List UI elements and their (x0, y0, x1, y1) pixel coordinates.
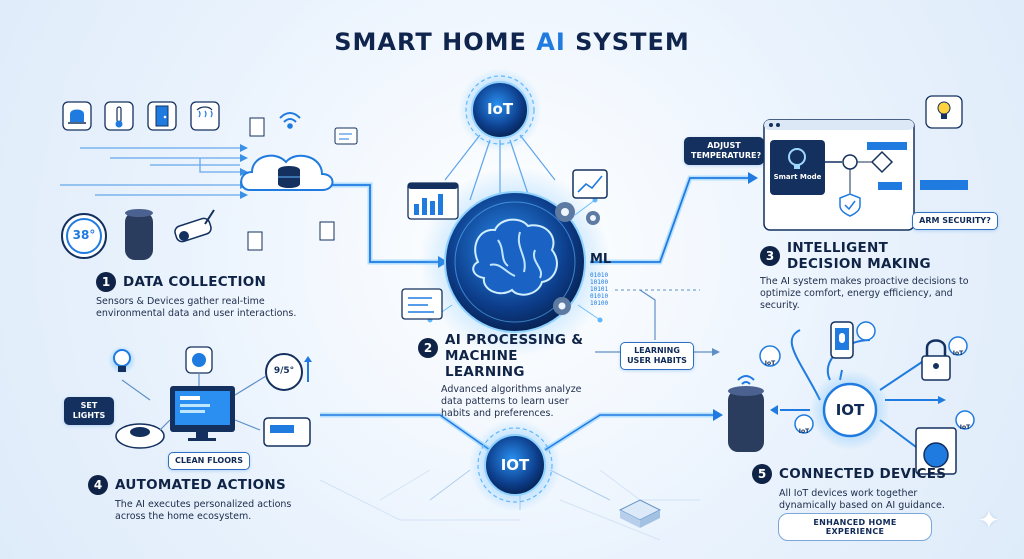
document-icon (247, 117, 358, 251)
ml-label: ML (590, 252, 612, 267)
step-number: 5 (752, 464, 772, 484)
thermostat-readout: 38° (72, 228, 96, 242)
sparkle-icon: ✦ (978, 506, 1000, 536)
set-lights-callout: SET LIGHTS (64, 397, 114, 425)
step-connected-devices: 5 CONNECTED DEVICES All IoT devices work… (752, 464, 972, 512)
hub-label-bottom: IOT (500, 456, 530, 474)
bar-chart-window-icon (407, 182, 459, 220)
step-number: 3 (760, 246, 780, 266)
step-number: 2 (418, 338, 438, 358)
binary-stream: 01010 10100 10101 01010 10100 (590, 272, 609, 307)
small-iot-badge (759, 321, 975, 434)
camera-dome-icon (185, 346, 213, 374)
dial-readout: 9/5° (273, 366, 295, 376)
camera-icon (174, 209, 215, 243)
thermometer-icon (104, 101, 134, 131)
smart-mode-lightbulb-icon (788, 148, 806, 169)
hub-chip-icon (618, 499, 662, 528)
learning-habits-callout: LEARNING USER HABITS (620, 342, 694, 370)
thermostat-icon (61, 213, 107, 259)
arm-security-callout: ARM SECURITY? (912, 212, 998, 230)
small-iot-label: IoT (798, 428, 810, 435)
title-main: SMART HOME (334, 28, 537, 56)
robot-vacuum-icon (115, 423, 165, 449)
title-tail: SYSTEM (565, 28, 690, 56)
decision-panel (763, 119, 968, 231)
step-description: Advanced algorithms analyze data pattern… (441, 384, 582, 419)
step-heading: AUTOMATED ACTIONS (115, 477, 287, 493)
step-number: 4 (88, 475, 108, 495)
monitor-icon (170, 386, 235, 441)
step-data-collection: 1 DATA COLLECTION Sensors & Devices gath… (96, 272, 346, 320)
step-heading: DATA COLLECTION (123, 274, 267, 290)
washer-icon (915, 427, 957, 475)
step-number: 1 (96, 272, 116, 292)
small-iot-label: IoT (952, 350, 964, 357)
code-window-icon (401, 288, 443, 320)
wifi-icon (737, 375, 755, 385)
step-automated-actions: 4 AUTOMATED ACTIONS The AI executes pers… (88, 475, 318, 523)
door-icon (147, 101, 177, 131)
step-description: Sensors & Devices gather real-time envir… (96, 296, 297, 319)
step-description: The AI system makes proactive decisions … (760, 276, 969, 311)
shield-icon (839, 193, 861, 217)
small-iot-label: IoT (959, 424, 971, 431)
step-heading-line1: INTELLIGENT (787, 240, 889, 256)
step-heading-line2: MACHINE LEARNING (445, 348, 525, 380)
step-description: The AI executes personalized actions acr… (115, 499, 292, 522)
step-heading-line2: DECISION MAKING (787, 256, 931, 272)
heat-icon (190, 101, 220, 131)
step-description: All IoT devices work together dynamicall… (779, 488, 945, 511)
hub-label-connected: IOT (835, 401, 865, 419)
clean-floors-callout: CLEAN FLOORS (168, 452, 250, 470)
smart-speaker-icon (125, 209, 153, 260)
hub-label-top: IoT (486, 100, 514, 118)
adjust-temperature-callout: ADJUST TEMPERATURE? (684, 137, 764, 165)
dial-icon (265, 353, 312, 391)
connected-speaker-icon (728, 386, 764, 452)
title-accent: AI (536, 28, 566, 56)
step-heading-line1: AI PROCESSING & (445, 332, 584, 348)
alarm-icon (62, 101, 92, 131)
brain-icon (472, 218, 558, 296)
chart-icon (572, 169, 608, 199)
bulb-lights-icon (108, 346, 136, 374)
ac-unit-icon (263, 417, 311, 447)
step-ai-processing: 2 AI PROCESSING & MACHINE LEARNING Advan… (418, 332, 598, 420)
step-heading: CONNECTED DEVICES (779, 466, 947, 482)
phone-icon (830, 321, 854, 359)
lightbulb-icon (925, 95, 963, 129)
page-title: SMART HOME AI SYSTEM (0, 28, 1024, 56)
wifi-icon (279, 112, 301, 129)
cloud-database-icon (240, 154, 334, 191)
step-decision-making: 3 INTELLIGENT DECISION MAKING The AI sys… (760, 240, 1000, 312)
smart-mode-label: Smart Mode (773, 173, 822, 181)
enhanced-home-experience-pill: ENHANCED HOME EXPERIENCE (778, 513, 932, 541)
gear-icon (553, 202, 600, 315)
lock-icon (921, 339, 951, 381)
small-iot-label: IoT (764, 360, 776, 367)
